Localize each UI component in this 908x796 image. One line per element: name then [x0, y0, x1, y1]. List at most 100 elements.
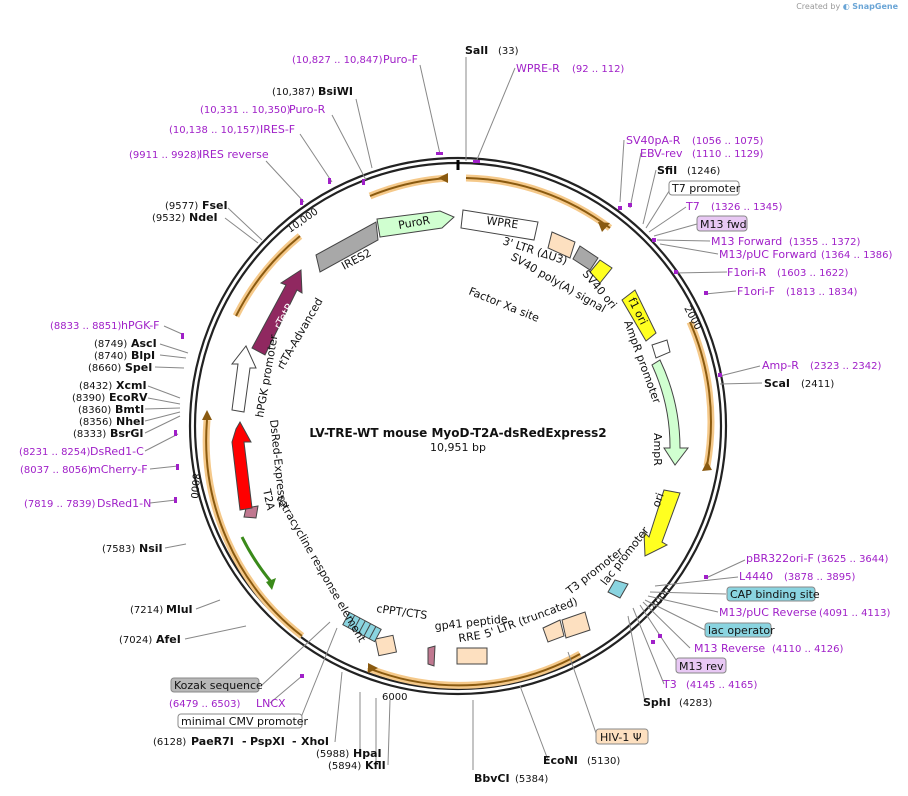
primer-ebv-rev[interactable]: EBV-rev: [640, 147, 683, 160]
site-pspxi[interactable]: PspXI: [250, 735, 285, 748]
m13-fwd-label[interactable]: M13 fwd: [700, 218, 747, 231]
kozak-sequence-label[interactable]: Kozak sequence: [174, 679, 263, 692]
site-bbvci-pos: (5384): [515, 774, 548, 785]
primer-m13-forward-pos: (1355 .. 1372): [789, 237, 861, 248]
site-paer7i-pos: (6128): [153, 737, 186, 748]
hiv1-psi-label[interactable]: HIV-1 Ψ: [600, 731, 642, 744]
site-paer7i[interactable]: PaeR7I: [191, 735, 234, 748]
site-kfli[interactable]: KflI: [365, 759, 386, 772]
orf-arrowhead-4: [368, 663, 378, 673]
primer-t7[interactable]: T7: [685, 200, 700, 213]
leader-lines: [144, 57, 763, 770]
primer-ires-f-pos: (10,138 .. 10,157): [169, 125, 260, 136]
site-scai-pos: (2411): [801, 379, 834, 390]
cap-binding-site-label[interactable]: CAP binding site: [730, 588, 820, 601]
site-xcmi[interactable]: XcmI: [116, 379, 147, 392]
primer-sv40pa-r[interactable]: SV40pA-R: [626, 134, 681, 147]
ampr-label: AmpR: [651, 433, 664, 466]
primer-dsred1-n[interactable]: DsRed1-N: [97, 497, 151, 510]
t2a-label: T2A: [260, 487, 277, 512]
site-bbvci[interactable]: BbvCI: [474, 772, 510, 785]
primer-ires-reverse-pos: (9911 .. 9928): [129, 150, 201, 161]
primer-wpre-r-pos: (92 .. 112): [572, 64, 624, 75]
site-spei[interactable]: SpeI: [125, 361, 152, 374]
minimal-cmv-promoter-label[interactable]: minimal CMV promoter: [181, 715, 309, 728]
site-nhei[interactable]: NheI: [116, 415, 145, 428]
primer-puro-r-pos: (10,331 .. 10,350): [200, 105, 291, 116]
site-nsii[interactable]: NsiI: [139, 542, 163, 555]
site-ecorv[interactable]: EcoRV: [109, 391, 148, 404]
primer-puro-r[interactable]: Puro-R: [289, 103, 326, 116]
orf-arrowheads: [202, 173, 712, 673]
orf-arrowhead-3: [702, 461, 712, 471]
site-sfii[interactable]: SfiI: [657, 164, 677, 177]
primer-hpgk-f-pos: (8833 .. 8851): [50, 321, 122, 332]
orf-arrowhead-2: [598, 222, 610, 232]
site-sfii-pos: (1246): [687, 166, 720, 177]
primer-ires-reverse[interactable]: IRES reverse: [199, 148, 269, 161]
primer-t3-pos: (4145 .. 4165): [686, 680, 758, 691]
primer-l4440-pos: (3878 .. 3895): [784, 572, 856, 583]
site-nhei-pos: (8356): [79, 417, 112, 428]
primer-m13-puc-forward[interactable]: M13/pUC Forward: [719, 248, 817, 261]
primer-ires-f[interactable]: IRES-F: [260, 123, 295, 136]
plasmid-length: 10,951 bp: [430, 441, 486, 454]
primer-wpre-r[interactable]: WPRE-R: [516, 62, 560, 75]
primer-m13-reverse[interactable]: M13 Reverse: [694, 642, 765, 655]
site-econi[interactable]: EcoNI: [543, 754, 578, 767]
primer-lncx[interactable]: LNCX: [256, 697, 286, 710]
site-blpi[interactable]: BlpI: [131, 349, 155, 362]
primer-l4440[interactable]: L4440: [739, 570, 773, 583]
site-hpai[interactable]: HpaI: [353, 747, 382, 760]
primer-pbr322ori-f[interactable]: pBR322ori-F: [746, 552, 814, 565]
plasmid-title: LV-TRE-WT mouse MyoD-T2A-dsRedExpress2: [309, 426, 606, 440]
primer-hpgk-f[interactable]: hPGK-F: [121, 319, 159, 332]
rtta-advanced-feature: [251, 269, 303, 356]
primer-t7-pos: (1326 .. 1345): [711, 202, 783, 213]
primer-m13-forward[interactable]: M13 Forward: [711, 235, 782, 248]
t7-promoter-box: [668, 180, 740, 196]
cppt-feature: [374, 634, 398, 657]
site-bsrgi[interactable]: BsrGI: [110, 427, 143, 440]
snapgene-logo-icon: ◐: [842, 2, 850, 11]
primer-m13-reverse-pos: (4110 .. 4126): [772, 644, 844, 655]
ori-label: ori: [650, 491, 667, 509]
tick-6000: 6000: [382, 692, 407, 703]
tick-10000: 10,000: [285, 206, 320, 235]
site-scai[interactable]: ScaI: [764, 377, 790, 390]
orf-arc-top-left: [368, 174, 449, 200]
site-mlui[interactable]: MluI: [166, 603, 193, 616]
site-ndei[interactable]: NdeI: [189, 211, 218, 224]
site-asci[interactable]: AscI: [131, 337, 157, 350]
primer-mcherry-f[interactable]: mCherry-F: [90, 463, 148, 476]
m13-rev-box: [675, 657, 727, 674]
site-bmti[interactable]: BmtI: [115, 403, 144, 416]
restriction-sites: SalI (33) SfiI (1246) ScaI (2411) SphI (…: [72, 44, 834, 785]
primer-m13-puc-reverse[interactable]: M13/pUC Reverse: [719, 606, 817, 619]
site-afei-pos: (7024): [119, 635, 152, 646]
t7-promoter-label[interactable]: T7 promoter: [671, 182, 741, 195]
site-fsei-pos: (9577): [165, 201, 198, 212]
primer-t3[interactable]: T3: [662, 678, 677, 691]
primer-dsred1-c[interactable]: DsRed1-C: [90, 445, 144, 458]
orf-line-top-right: [465, 177, 611, 229]
site-xhoi[interactable]: XhoI: [301, 735, 329, 748]
primer-amp-r[interactable]: Amp-R: [762, 359, 799, 372]
primer-f1ori-f[interactable]: F1ori-F: [737, 285, 775, 298]
primer-f1ori-r[interactable]: F1ori-R: [727, 266, 767, 279]
orf-line-right: [689, 321, 712, 467]
primer-puro-f[interactable]: Puro-F: [383, 53, 418, 66]
lac-operator-label[interactable]: lac operator: [708, 624, 775, 637]
site-bsiwi[interactable]: BsiWI: [318, 85, 353, 98]
boxed-feature-labels: T7 promoter M13 fwd CAP binding site lac…: [170, 180, 820, 745]
site-sali[interactable]: SalI: [465, 44, 488, 57]
orf-arc-centerlines: [205, 177, 712, 687]
primer-mcherry-f-pos: (8037 .. 8056): [20, 465, 92, 476]
site-fsei[interactable]: FseI: [202, 199, 228, 212]
site-sphi[interactable]: SphI: [643, 696, 671, 709]
wpre-feature: [460, 209, 539, 241]
site-nsii-pos: (7583): [102, 544, 135, 555]
site-afei[interactable]: AfeI: [156, 633, 181, 646]
m13-rev-label[interactable]: M13 rev: [679, 660, 724, 673]
